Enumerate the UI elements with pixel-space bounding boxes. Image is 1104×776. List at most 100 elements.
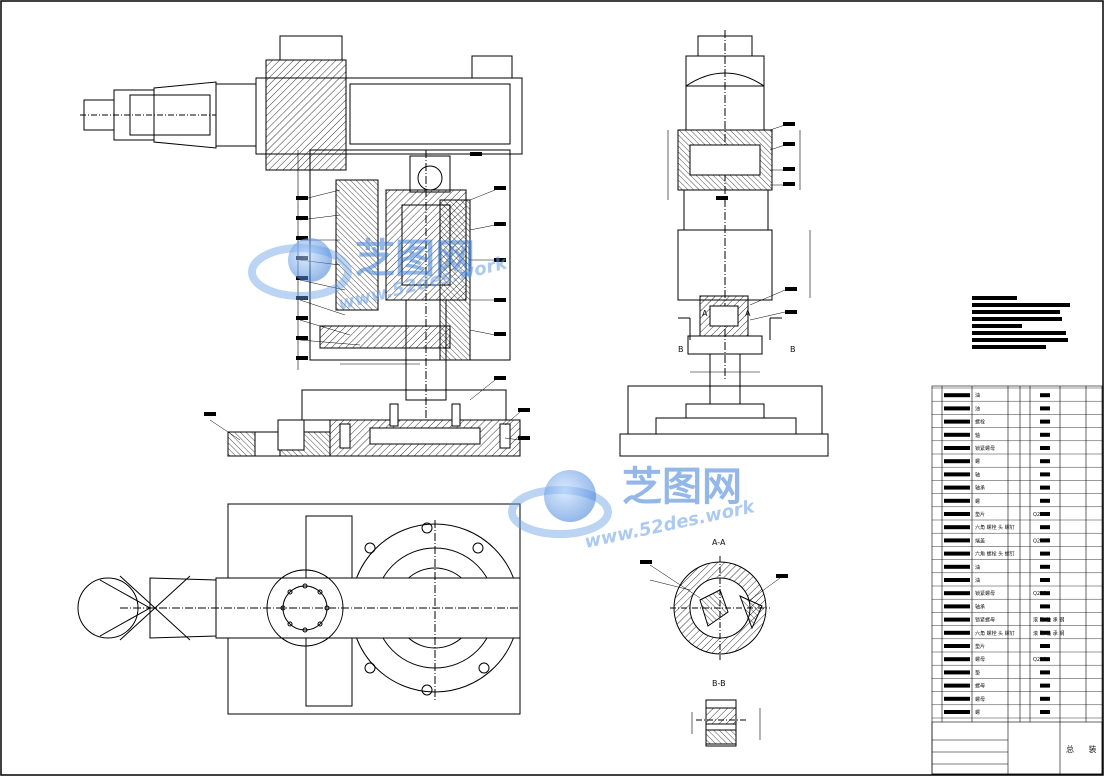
bom-part-name: 锁紧螺母 [975,445,995,452]
bom-qty-redacted [1040,551,1050,556]
bom-part-name: 端盖 [975,537,985,544]
bom-code-redacted [944,617,970,622]
bom-material: Q235 [1033,538,1046,544]
bom-material: 滚 珠 轴 承 钢 [1033,617,1064,624]
section-aa-label: A-A [712,538,726,547]
watermark-cn-bottom: 芝图网 [622,464,742,510]
bom-code-redacted [944,604,970,609]
bom-qty-redacted [1040,393,1050,398]
bom-part-name: 六角 螺栓 头 螺钉 [975,524,1015,531]
bom-code-redacted [944,512,970,516]
section-aa-tags [640,560,788,578]
bom-material: Q235 [1033,591,1046,597]
bom-code-redacted [944,485,970,490]
bom-qty-redacted [1040,485,1050,490]
bom-part-name: 螺母 [975,696,985,703]
bom-code-redacted [944,446,970,450]
bom-part-name: 轴 [975,432,980,439]
bom-qty-redacted [1040,472,1050,477]
bom-qty-redacted [1040,604,1050,609]
bom-code-redacted [944,538,970,543]
bom-qty-redacted [1040,525,1050,530]
bom-part-name: 轴承 [975,603,985,610]
bom-qty-redacted [1040,644,1050,648]
bom-part-name: 六角 螺栓 头 螺钉 [975,630,1015,637]
bom-code-redacted [944,498,970,503]
bom-part-name: 螺 [975,709,980,716]
bom-code-redacted [944,406,970,411]
watermark-cn-top: 芝图网 [355,236,475,282]
section-marker-b-left: B [678,345,684,354]
bom-qty-redacted [1040,578,1050,582]
bom-code-redacted [944,696,970,701]
bom-part-name: 油 [975,405,980,412]
bom-qty-redacted [1040,670,1050,675]
bom-qty-redacted [1040,419,1050,424]
bom-code-redacted [944,459,970,464]
bom-part-name: 垫 [975,669,980,676]
drawing-title: 总 装 [1066,744,1103,754]
bom-part-name: 垫片 [975,643,985,650]
bom-material: 滚 珠 轴 承 钢 [1033,630,1064,637]
bom-part-name: 六角 螺栓 头 螺钉 [975,551,1015,558]
bom-qty-redacted [1040,498,1050,503]
bom-code-redacted [944,683,970,688]
bom-part-name: 轴承 [975,485,985,492]
bom-code-redacted [944,670,970,675]
bom-part-name: 螺母 [975,656,985,663]
bom-code-redacted [944,657,970,662]
bom-part-name: 油 [975,392,980,399]
bom-part-name: 螺 [975,498,980,505]
watermark-top: 芝图网 www.52des.work [248,236,510,315]
bom-code-redacted [944,393,970,398]
side-view [619,30,829,457]
bom-material: Q235 [1033,512,1046,518]
bom-qty-redacted [1040,591,1050,596]
bom-part-name: 螺母 [975,683,985,690]
title-block [931,385,1103,775]
bom-qty-redacted [1040,696,1050,701]
bom-code-redacted [944,472,970,477]
bom-code-redacted [944,432,970,437]
bom-qty-redacted [1040,657,1050,662]
bom-row-lines [932,387,1102,719]
bom-qty-redacted [1040,564,1050,569]
bom-qty-redacted [1040,446,1050,450]
section-marker-b-right: B [790,345,796,354]
bom-qty-redacted [1040,617,1050,622]
bom-qty-redacted [1040,683,1050,688]
bom-material: Q235 [1033,657,1046,663]
bom-code-redacted [944,419,970,424]
bom-qty-redacted [1040,432,1050,437]
bom-code-redacted [944,630,970,635]
bom-part-name: 轴 [975,471,980,478]
bom-code-redacted [944,551,970,556]
bom-code-redacted [944,591,970,596]
top-view [77,503,521,715]
bom-part-name: 锁紧螺母 [975,590,995,597]
bom-qty-redacted [1040,459,1050,464]
bom-part-name: 垫片 [975,511,985,518]
bom-part-name: 锁紧螺母 [975,617,995,624]
side-view-tags [716,122,797,314]
bom-code-redacted [944,710,970,714]
section-marker-a-left: A [702,309,708,318]
technical-notes [972,296,1070,349]
bom-qty-redacted [1040,710,1050,714]
bom-qty-redacted [1040,630,1050,635]
section-marker-a-right: A [745,309,751,318]
section-bb-label: B-B [712,679,726,688]
bom-part-name: 螺 [975,458,980,465]
bom-part-name: 油 [975,564,980,571]
bom-code-redacted [944,644,970,648]
bom-qty-redacted [1040,512,1050,516]
bom-part-name: 螺栓 [975,419,985,426]
bom-qty-redacted [1040,406,1050,411]
bom-code-redacted [944,578,970,582]
section-bb-view [691,699,761,747]
bom-part-name: 油 [975,577,980,584]
front-view [80,35,523,457]
